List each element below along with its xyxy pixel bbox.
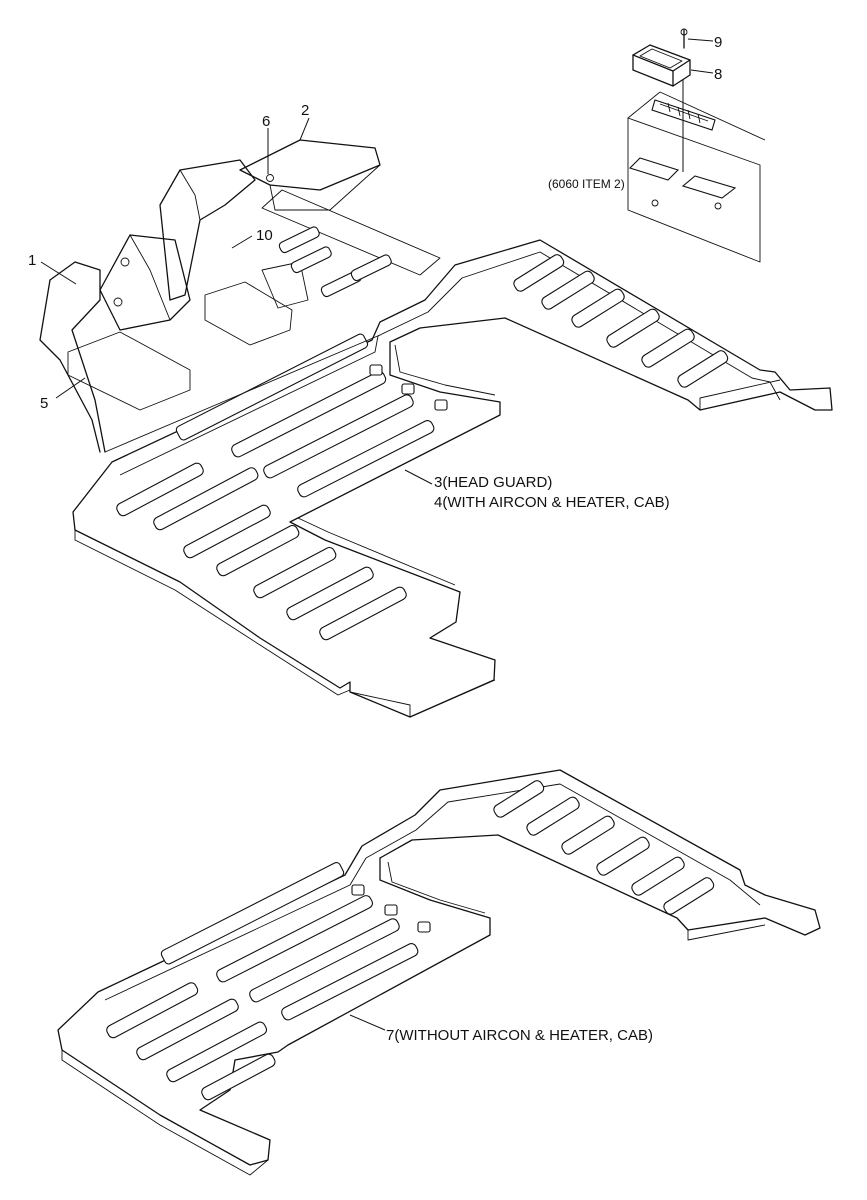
callout-7: 7(WITHOUT AIRCON & HEATER, CAB) — [386, 1027, 653, 1044]
callout-4: 4(WITH AIRCON & HEATER, CAB) — [434, 494, 670, 511]
callout-3: 3(HEAD GUARD) — [434, 474, 552, 491]
reference-note: (6060 ITEM 2) — [548, 177, 625, 191]
callout-8: 8 — [714, 66, 722, 83]
detail-inset — [627, 28, 766, 263]
callout-5: 5 — [40, 395, 48, 412]
callout-10: 10 — [256, 227, 273, 244]
callout-6: 6 — [262, 113, 270, 130]
floor-mat-lower — [57, 769, 821, 1176]
callout-2: 2 — [301, 102, 309, 119]
callout-9: 9 — [714, 34, 722, 51]
floor-mat-upper — [72, 239, 833, 718]
callout-1: 1 — [28, 252, 36, 269]
